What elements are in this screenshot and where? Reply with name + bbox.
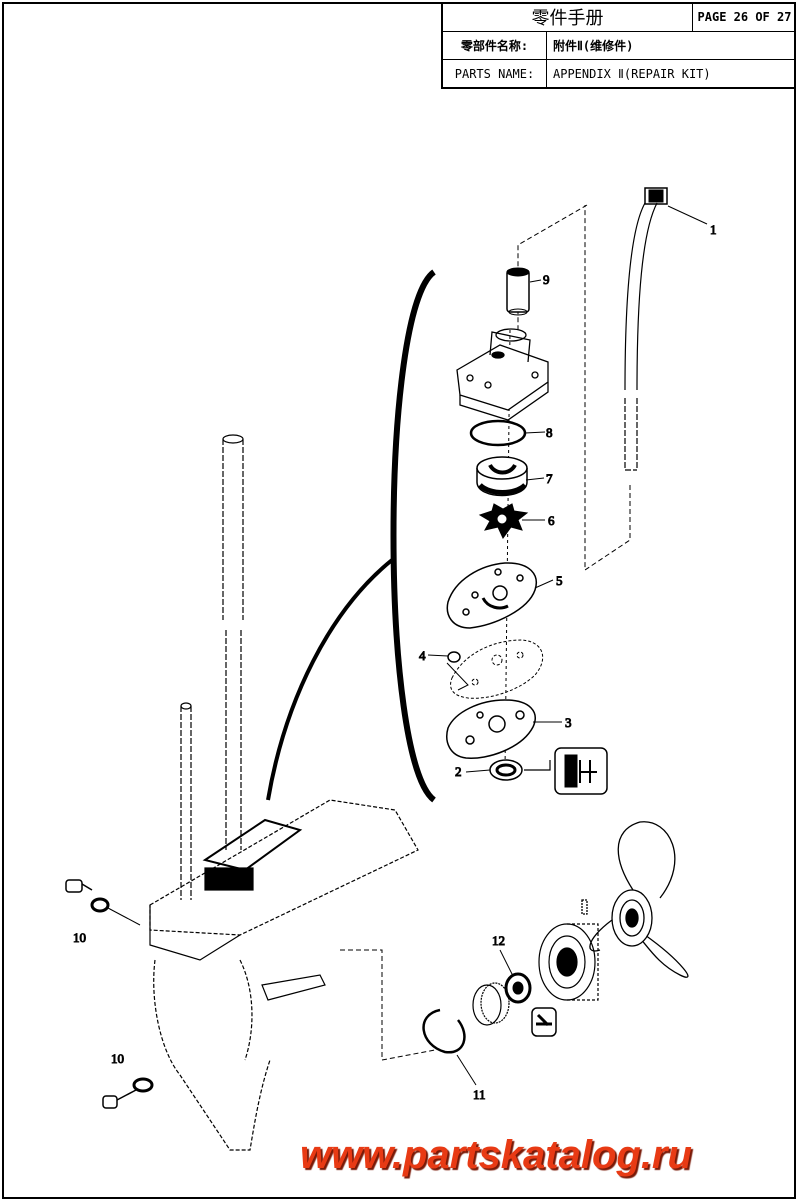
callout-11: 11 [473, 1087, 486, 1102]
part-7-insert-cartridge [476, 456, 528, 497]
callout-9: 9 [543, 272, 550, 287]
part-10-bolt-washer-lower [102, 1077, 154, 1109]
callout-5: 5 [556, 573, 563, 588]
lower-unit-housing [149, 799, 419, 1151]
part-2-oil-seal [489, 747, 608, 795]
part-11-snap-ring [422, 1008, 466, 1054]
lower-assembly-path-dashed [340, 949, 436, 1061]
callout-12: 12 [492, 933, 505, 948]
callout-10-lower: 10 [111, 1051, 124, 1066]
part-6-impeller [478, 503, 529, 539]
parts-name-label-cn: 零部件名称: [443, 32, 547, 60]
callout-10-upper: 10 [73, 930, 86, 945]
part-3-gasket [446, 699, 536, 759]
shift-rod [180, 702, 192, 900]
propeller [581, 821, 689, 978]
pump-housing [456, 328, 549, 421]
group-leader-curve [266, 558, 394, 801]
callout-7: 7 [546, 471, 553, 486]
outer-plate-dashed [450, 639, 544, 699]
title-block: 零件手册 PAGE 26 OF 27 零部件名称: 附件Ⅱ(维修件) PARTS… [441, 2, 796, 89]
part-9-sleeve [506, 267, 530, 316]
callout-8: 8 [546, 425, 553, 440]
part-5-plate-gasket [446, 562, 537, 629]
part-8-o-ring [469, 419, 527, 447]
parts-name-value-cn: 附件Ⅱ(维修件) [547, 32, 796, 60]
callout-leaders [427, 205, 708, 1086]
watermark: www.partskatalog.ru [300, 1133, 692, 1177]
callout-4: 4 [419, 648, 426, 663]
parts-name-label-en: PARTS NAME: [443, 60, 547, 87]
callout-6: 6 [548, 513, 555, 528]
part-4-leader-path [446, 662, 469, 691]
group-bracket [390, 269, 437, 803]
page-number: PAGE 26 OF 27 [693, 2, 796, 32]
prop-shaft-bearing [472, 982, 510, 1026]
part-1-water-tube [624, 187, 668, 471]
manual-title: 零件手册 [443, 2, 693, 32]
parts-name-value-en: APPENDIX Ⅱ(REPAIR KIT) [553, 66, 711, 81]
assembly-path-dashed-2 [584, 205, 631, 571]
callout-1: 1 [710, 222, 717, 237]
part-10-bolt-washer-upper [65, 879, 141, 926]
part-4-small-o-ring [447, 651, 461, 663]
drive-shaft [222, 434, 244, 850]
callout-2: 2 [455, 764, 462, 779]
callout-3: 3 [565, 715, 572, 730]
part-12-oil-seal [504, 972, 557, 1037]
bearing-housing [538, 923, 599, 1001]
